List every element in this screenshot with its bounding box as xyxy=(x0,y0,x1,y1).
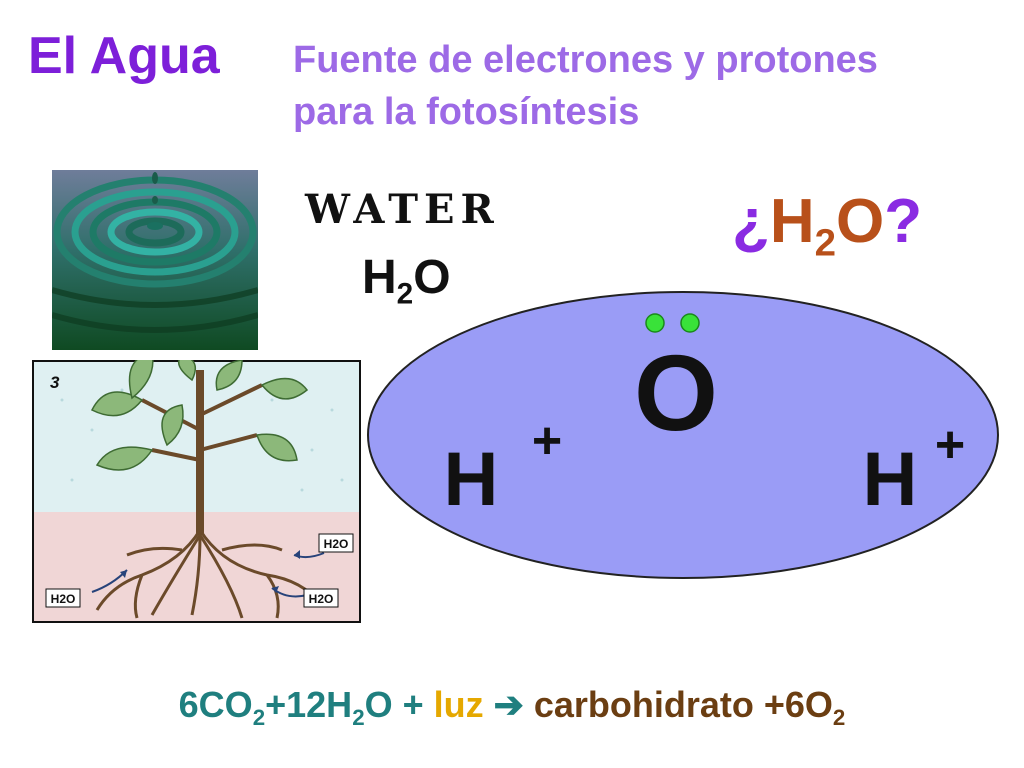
eq-plus: + xyxy=(392,684,434,725)
plant-roots-illustration: 3 xyxy=(32,352,362,629)
eq-luz: luz xyxy=(433,684,484,725)
subtitle-line-1: Fuente de electrones y protones xyxy=(293,39,878,81)
h2o-h: H xyxy=(362,251,397,304)
eq-o2-sub: 2 xyxy=(832,704,846,730)
page-subtitle: Fuente de electrones y protones para la … xyxy=(293,34,878,138)
electron-dot-right xyxy=(680,313,700,333)
h2o-tag-left: H2O xyxy=(45,588,81,608)
h2o-question: ¿H2O? xyxy=(732,186,922,265)
h2o-tag-right: H2O xyxy=(318,533,354,553)
h2o-tag-right-text: H2O xyxy=(324,537,349,551)
h2o-tag-bottom-right-text: H2O xyxy=(309,592,334,606)
h2o-o: O xyxy=(413,251,451,304)
panel-number: 3 xyxy=(50,373,60,392)
question-o: O xyxy=(836,187,885,256)
h2o-tag-left-text: H2O xyxy=(51,592,76,606)
h2o-sub: 2 xyxy=(396,277,414,311)
water-word: WATER xyxy=(305,186,500,233)
charge-right: + xyxy=(935,416,965,474)
h2o-formula-label: H2O xyxy=(362,250,451,311)
eq-h2o: +12H xyxy=(265,684,353,725)
question-h: H xyxy=(769,187,815,256)
eq-o2: +6O xyxy=(753,684,833,725)
question-open: ¿ xyxy=(732,187,770,256)
molecule-ellipse xyxy=(367,291,999,579)
hydrogen-left: H xyxy=(444,437,499,522)
oxygen-symbol: O xyxy=(634,332,718,453)
eq-o: O xyxy=(364,684,393,725)
charge-left: + xyxy=(532,412,562,470)
eq-h2o-sub: 2 xyxy=(352,704,365,730)
subtitle-line-2: para la fotosíntesis xyxy=(293,91,640,133)
question-sub: 2 xyxy=(814,221,837,265)
eq-co2: 6CO xyxy=(178,684,253,725)
electron-dot-left xyxy=(645,313,665,333)
water-ripple-icon xyxy=(51,170,259,355)
question-close: ? xyxy=(884,187,923,256)
eq-co2-sub: 2 xyxy=(252,704,266,730)
hydrogen-right: H xyxy=(863,437,918,522)
page-title: El Agua xyxy=(28,27,220,85)
water-molecule-diagram: O H H + + xyxy=(365,290,1001,591)
photosynthesis-equation: 6CO2+12H2O + luz ➔ carbohidrato +6O2 xyxy=(0,684,1024,731)
h2o-tag-bottom-right: H2O xyxy=(303,588,339,608)
eq-carbohidrato: carbohidrato xyxy=(533,684,754,725)
eq-arrow-icon: ➔ xyxy=(483,684,534,725)
